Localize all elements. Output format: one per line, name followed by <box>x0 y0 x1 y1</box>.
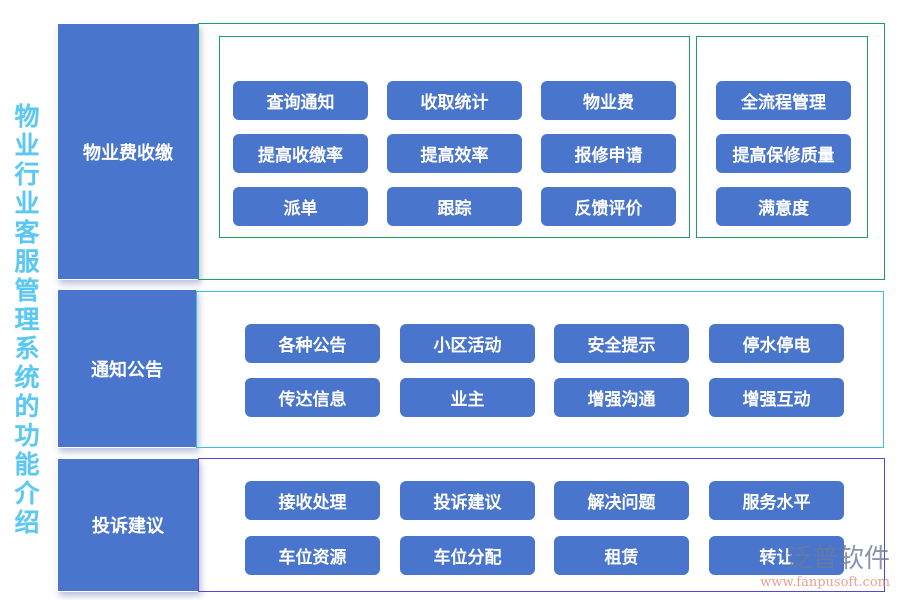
feature-button[interactable]: 各种公告 <box>245 324 380 363</box>
feature-button[interactable]: 租赁 <box>554 536 689 575</box>
section-fee-frame <box>198 23 885 280</box>
feature-button[interactable]: 满意度 <box>716 187 851 226</box>
feature-button[interactable]: 全流程管理 <box>716 81 851 120</box>
feature-button[interactable]: 提高保修质量 <box>716 134 851 173</box>
section-label-notice: 通知公告 <box>57 289 197 448</box>
fee-group-2 <box>696 36 868 238</box>
fee-group-1 <box>219 36 690 238</box>
feature-button[interactable]: 转让 <box>709 536 844 575</box>
feature-button[interactable]: 接收处理 <box>245 481 380 520</box>
section-complaint-frame <box>198 458 885 592</box>
feature-button[interactable]: 派单 <box>233 187 368 226</box>
vertical-title: 物业行业客服管理系统的功能介绍 <box>14 102 40 537</box>
feature-button[interactable]: 提高收缴率 <box>233 134 368 173</box>
feature-button[interactable]: 增强互动 <box>709 378 844 417</box>
feature-button[interactable]: 提高效率 <box>387 134 522 173</box>
feature-button[interactable]: 投诉建议 <box>400 481 535 520</box>
section-notice-frame <box>196 291 884 448</box>
feature-button[interactable]: 收取统计 <box>387 81 522 120</box>
feature-button[interactable]: 解决问题 <box>554 481 689 520</box>
feature-button[interactable]: 报修申请 <box>541 134 676 173</box>
feature-button[interactable]: 物业费 <box>541 81 676 120</box>
section-label-fee: 物业费收缴 <box>57 23 199 280</box>
feature-button[interactable]: 业主 <box>400 378 535 417</box>
feature-button[interactable]: 查询通知 <box>233 81 368 120</box>
feature-button[interactable]: 停水停电 <box>709 324 844 363</box>
feature-button[interactable]: 反馈评价 <box>541 187 676 226</box>
section-label-complaint: 投诉建议 <box>57 458 199 592</box>
feature-button[interactable]: 传达信息 <box>245 378 380 417</box>
feature-button[interactable]: 服务水平 <box>709 481 844 520</box>
feature-button[interactable]: 安全提示 <box>554 324 689 363</box>
feature-button[interactable]: 车位资源 <box>245 536 380 575</box>
feature-button[interactable]: 增强沟通 <box>554 378 689 417</box>
feature-button[interactable]: 车位分配 <box>400 536 535 575</box>
feature-button[interactable]: 跟踪 <box>387 187 522 226</box>
feature-button[interactable]: 小区活动 <box>400 324 535 363</box>
